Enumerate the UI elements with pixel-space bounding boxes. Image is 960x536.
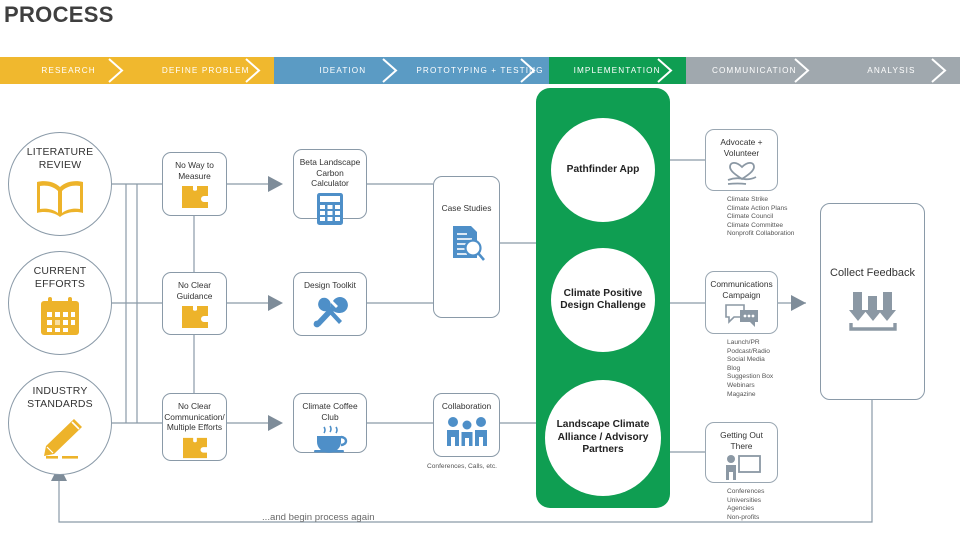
phase-banner: RESEARCH DEFINE PROBLEM IDEATION PROTOTYPIN… (0, 57, 960, 84)
implementation-circle-label: Pathfinder App (566, 163, 640, 175)
list-item: Suggestion Box (727, 373, 774, 381)
list-item: Agencies (727, 505, 755, 513)
list-item: Blog (727, 364, 741, 372)
list-item: Webinars (727, 381, 755, 389)
problem-node-label: No Clear Guidance (176, 280, 213, 301)
list-item: Conferences (727, 488, 765, 495)
list-item: Climate Council (727, 213, 774, 221)
phase-label: ANALYSIS (867, 66, 916, 75)
implementation-circle-design-challenge[interactable]: Climate Positive Design Challenge (551, 248, 655, 352)
implementation-circle-label: Landscape Climate Alliance / Advisory Pa… (556, 419, 650, 456)
list-item: Launch/PR (727, 339, 760, 346)
phase-label: IMPLEMENTATION (573, 66, 661, 75)
open-book-icon (34, 177, 86, 224)
ideation-node-label: Beta Landscape Carbon Calculator (299, 157, 361, 188)
getting-out-there-list: Conferences Universities Agencies Non-pr… (727, 488, 764, 522)
implementation-circle-pathfinder-app[interactable]: Pathfinder App (551, 118, 655, 222)
ideation-node-label: Design Toolkit (304, 280, 356, 290)
problem-node-no-clear-guidance[interactable]: No Clear Guidance (162, 272, 227, 335)
list-item: Climate Strike (727, 196, 769, 203)
ideation-node-design-toolkit[interactable]: Design Toolkit (293, 272, 367, 336)
coffee-cup-icon (311, 425, 349, 458)
problem-node-label: No Way to Measure (175, 160, 214, 181)
implementation-circle-climate-alliance[interactable]: Landscape Climate Alliance / Advisory Pa… (545, 380, 661, 496)
problem-node-label: No Clear Communication/ Multiple Efforts (164, 401, 225, 432)
communications-campaign-list: Launch/PR Podcast/Radio Social Media Blo… (727, 339, 773, 399)
communication-node-label: Getting Out There (720, 430, 763, 451)
phase-label: RESEARCH (41, 66, 96, 75)
list-item: Social Media (727, 356, 765, 364)
collect-feedback-label: Collect Feedback (830, 267, 915, 279)
list-item: Podcast/Radio (727, 347, 770, 355)
research-circle-industry-standards[interactable]: INDUSTRY STANDARDS (8, 371, 112, 475)
communication-node-advocate-volunteer[interactable]: Advocate + Volunteer (705, 129, 778, 191)
puzzle-piece-icon (180, 436, 210, 465)
list-item: Climate Committee (727, 221, 784, 229)
speech-bubbles-icon (724, 303, 760, 332)
download-arrows-icon (843, 290, 903, 337)
tools-icon (312, 294, 348, 333)
communication-node-getting-out-there[interactable]: Getting Out There (705, 422, 778, 483)
implementation-circle-label: Climate Positive Design Challenge (560, 287, 646, 312)
problem-node-no-way-to-measure[interactable]: No Way to Measure (162, 152, 227, 216)
document-search-icon (447, 224, 487, 269)
research-circle-label: LITERATURE REVIEW (26, 146, 94, 171)
research-circle-current-efforts[interactable]: CURRENT EFFORTS (8, 251, 112, 355)
phase-label: COMMUNICATION (711, 66, 797, 75)
problem-node-no-clear-communication[interactable]: No Clear Communication/ Multiple Efforts (162, 393, 227, 461)
prototyping-node-collaboration[interactable]: Collaboration (433, 393, 500, 457)
research-circle-label: INDUSTRY STANDARDS (27, 385, 93, 410)
list-item: Universities (727, 496, 762, 504)
list-item: Non-profits (727, 513, 760, 521)
calendar-icon (38, 296, 82, 343)
communication-node-label: Communications Campaign (710, 279, 773, 300)
calculator-icon (315, 192, 345, 231)
list-item: Magazine (727, 390, 756, 398)
phase-label: PROTOTYPING + TESTING (416, 66, 544, 75)
list-item: Nonprofit Collaboration (727, 230, 795, 238)
communication-node-communications-campaign[interactable]: Communications Campaign (705, 271, 778, 334)
pencil-icon (34, 416, 86, 465)
presenter-icon (722, 454, 762, 485)
communication-node-label: Advocate + Volunteer (720, 137, 763, 158)
page-title: PROCESS (4, 2, 114, 27)
ideation-node-climate-coffee-club[interactable]: Climate Coffee Club (293, 393, 367, 453)
research-circle-literature-review[interactable]: LITERATURE REVIEW (8, 132, 112, 236)
ideation-node-carbon-calculator[interactable]: Beta Landscape Carbon Calculator (293, 149, 367, 225)
prototyping-node-label: Collaboration (441, 401, 492, 411)
ideation-node-label: Climate Coffee Club (302, 401, 358, 422)
puzzle-piece-icon (180, 304, 210, 335)
heart-hand-icon (724, 161, 760, 192)
feedback-loop-label: ...and begin process again (262, 512, 375, 523)
list-item: Climate Action Plans (727, 204, 788, 212)
collaboration-caption: Conferences, Calls, etc. (427, 463, 497, 470)
advocate-volunteer-list: Climate Strike Climate Action Plans Clim… (727, 196, 794, 239)
research-circle-label: CURRENT EFFORTS (33, 265, 87, 290)
analysis-node-collect-feedback[interactable]: Collect Feedback (820, 203, 925, 400)
phase-label: IDEATION (319, 66, 367, 75)
phase-label: DEFINE PROBLEM (161, 66, 250, 75)
people-group-icon (445, 415, 489, 452)
prototyping-node-label: Case Studies (441, 203, 492, 213)
prototyping-node-case-studies[interactable]: Case Studies (433, 176, 500, 318)
puzzle-piece-icon (180, 184, 210, 215)
